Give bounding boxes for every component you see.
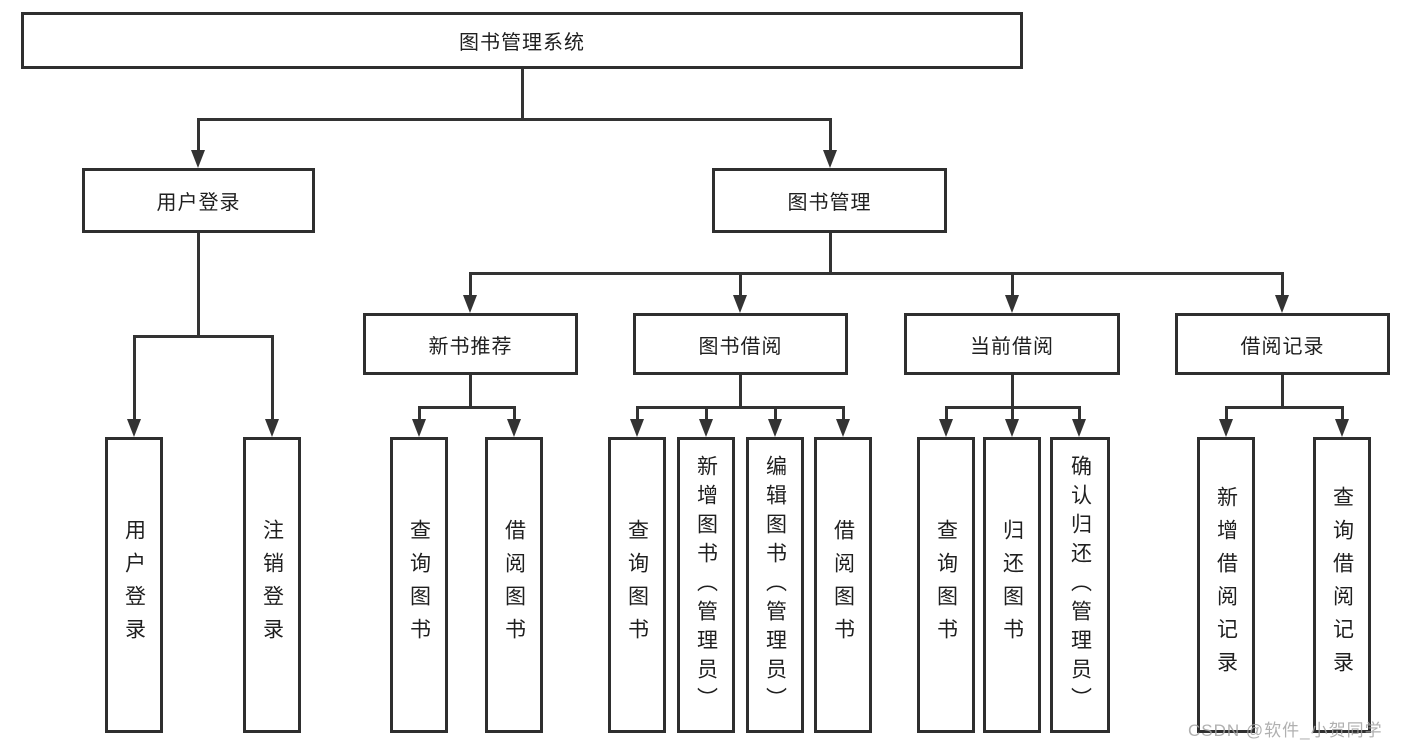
connector-borrow-hline [636, 406, 845, 409]
connector-userlogin-drop2 [271, 335, 274, 421]
node-label: 图书借阅 [698, 335, 783, 358]
connector-root-stub [521, 69, 524, 118]
arrowhead-borrow-books-1 [507, 419, 521, 437]
connector-borrow-drop4 [842, 406, 845, 421]
connector-userlogin-stub [197, 233, 200, 335]
connector-root-right-drop [829, 118, 832, 152]
leaf-query-borrow-record: 查询借阅记录 [1313, 437, 1371, 733]
leaf-borrow-books-borrow: 借阅图书 [814, 437, 872, 733]
connector-bookmgmt-drop2 [739, 272, 742, 297]
arrowhead-query-books-1 [412, 419, 426, 437]
arrowhead-leaf-logout [265, 419, 279, 437]
connector-borrow-stub [739, 375, 742, 406]
connector-bookmgmt-drop3 [1011, 272, 1014, 297]
arrowhead-current-borrowing [1005, 295, 1019, 313]
node-label: 用户登录 [156, 192, 241, 214]
connector-bookmgmt-hline [469, 272, 1283, 275]
leaf-user-login: 用户登录 [105, 437, 163, 733]
arrowhead-new-book [463, 295, 477, 313]
connector-records-drop1 [1225, 406, 1228, 421]
leaf-add-borrow-record: 新增借阅记录 [1197, 437, 1255, 733]
leaf-return-books: 归还图书 [983, 437, 1041, 733]
arrowhead-borrow-records [1275, 295, 1289, 313]
node-current-borrowing: 当前借阅 [904, 313, 1120, 375]
leaf-query-books-newbook: 查询图书 [390, 437, 448, 733]
arrowhead-add-record [1219, 419, 1233, 437]
csdn-watermark: CSDN @软件_小贺同学 [1188, 721, 1383, 740]
connector-newbook-stub [469, 375, 472, 406]
arrowhead-query-books-3 [939, 419, 953, 437]
arrowhead-return-books [1005, 419, 1019, 437]
connector-newbook-hline [418, 406, 516, 409]
node-borrow-records: 借阅记录 [1175, 313, 1390, 375]
node-label: 当前借阅 [970, 335, 1054, 358]
arrowhead-borrow-books-2 [836, 419, 850, 437]
node-user-login: 用户登录 [82, 168, 315, 233]
connector-userlogin-drop1 [133, 335, 136, 421]
connector-bookmgmt-drop1 [469, 272, 472, 297]
connector-bookmgmt-stub [829, 233, 832, 272]
arrowhead-add-books [699, 419, 713, 437]
arrowhead-query-record [1335, 419, 1349, 437]
connector-records-drop2 [1341, 406, 1344, 421]
connector-current-drop2 [1011, 406, 1014, 421]
node-label: 图书管理系统 [459, 32, 585, 54]
leaf-confirm-return-admin: 确认归还（管理员） [1050, 437, 1110, 733]
connector-current-drop1 [945, 406, 948, 421]
node-label: 借阅记录 [1240, 335, 1325, 358]
connector-borrow-drop2 [705, 406, 708, 421]
arrowhead-confirm-return [1072, 419, 1086, 437]
connector-records-stub [1281, 375, 1284, 406]
connector-newbook-drop1 [418, 406, 421, 421]
arrowhead-book-borrowing [733, 295, 747, 313]
connector-borrow-drop1 [636, 406, 639, 421]
node-new-book-recommend: 新书推荐 [363, 313, 578, 375]
node-label: 图书管理 [787, 192, 872, 214]
node-label: 新书推荐 [428, 335, 513, 358]
leaf-logout: 注销登录 [243, 437, 301, 733]
arrowhead-leaf-user-login [127, 419, 141, 437]
leaf-query-books-borrow: 查询图书 [608, 437, 666, 733]
arrowhead-edit-books [768, 419, 782, 437]
connector-borrow-drop3 [774, 406, 777, 421]
connector-newbook-drop2 [513, 406, 516, 421]
node-book-borrowing: 图书借阅 [633, 313, 848, 375]
node-book-management: 图书管理 [712, 168, 947, 233]
connector-records-hline [1225, 406, 1344, 409]
connector-bookmgmt-drop4 [1281, 272, 1284, 297]
leaf-edit-books-admin: 编辑图书（管理员） [746, 437, 804, 733]
arrowhead-query-books-2 [630, 419, 644, 437]
node-root-library-system: 图书管理系统 [21, 12, 1023, 69]
leaf-borrow-books-newbook: 借阅图书 [485, 437, 543, 733]
arrowhead-user-login [191, 150, 205, 168]
leaf-add-books-admin: 新增图书（管理员） [677, 437, 735, 733]
leaf-query-books-current: 查询图书 [917, 437, 975, 733]
connector-userlogin-hline [133, 335, 273, 338]
arrowhead-book-management [823, 150, 837, 168]
connector-current-stub [1011, 375, 1014, 406]
connector-root-left-drop [197, 118, 200, 152]
connector-current-drop3 [1078, 406, 1081, 421]
connector-root-hline [197, 118, 832, 121]
